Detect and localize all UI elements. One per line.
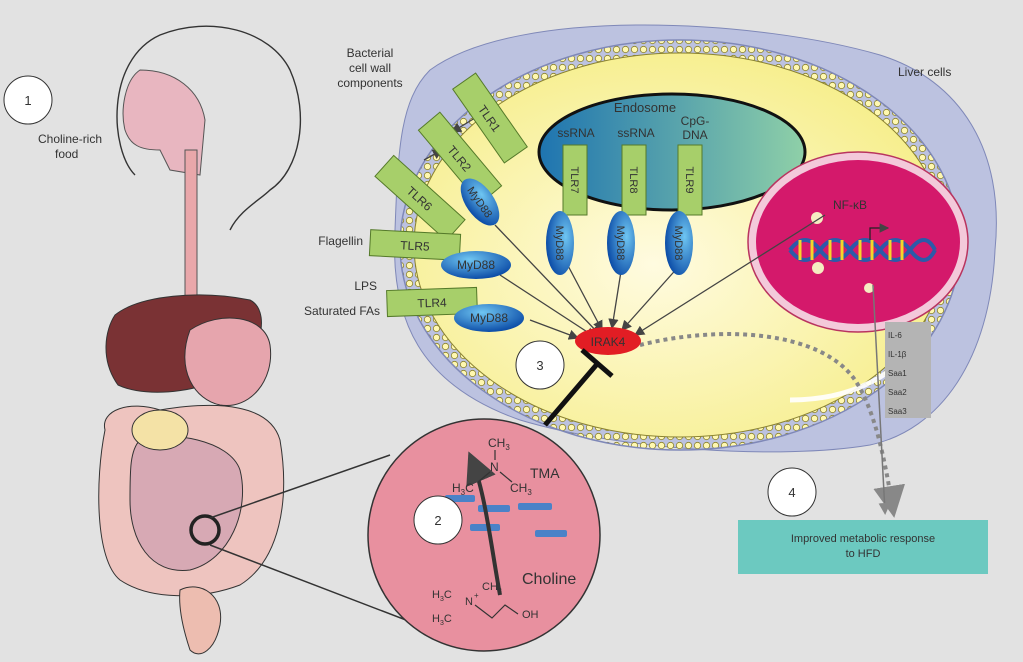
svg-text:IL-1β: IL-1β [888,350,907,359]
svg-text:N: N [465,596,473,608]
svg-text:MyD88: MyD88 [553,226,565,261]
svg-text:components: components [337,76,402,90]
cytokine-arrow [872,284,891,515]
inhibition-bar [543,348,614,427]
svg-text:TLR4: TLR4 [417,295,447,310]
digestive-organs [98,294,285,655]
myd88-tlr5: MyD88 [441,251,511,279]
svg-text:CH3: CH3 [488,436,510,452]
cytokine-list: IL-6 IL-1β Saa1 Saa2 Saa3 [885,322,931,418]
svg-text:2: 2 [434,513,441,528]
svg-text:OH: OH [522,609,539,621]
signal-arrows [423,117,826,340]
choline-food-label: Choline-rich [38,132,102,146]
svg-text:H3C: H3C [452,481,474,497]
svg-text:Endosome: Endosome [614,100,676,115]
svg-text:TLR7: TLR7 [568,167,580,194]
tlr9: TLR9 [677,144,703,216]
svg-text:LPS: LPS [354,279,377,293]
myd88-tlr7: MyD88 [546,211,574,275]
svg-text:4: 4 [788,485,795,500]
labels: Choline-rich food Bacterial cell wall co… [38,46,951,318]
svg-text:+: + [474,591,479,600]
svg-text:TMA: TMA [530,465,560,481]
step-2-marker: 2 [413,495,463,545]
step-1-marker: 1 [3,75,53,125]
svg-text:IRAK4: IRAK4 [591,335,626,349]
svg-text:Choline: Choline [522,571,576,588]
svg-text:Flagellin: Flagellin [318,234,363,248]
svg-text:1: 1 [24,93,31,108]
svg-text:ssRNA: ssRNA [557,126,594,140]
nucleus [747,151,969,333]
dotted-pathway-arrow [639,332,906,518]
transcription-arrow-icon [869,223,890,240]
bacterial-label: Bacterial [347,46,394,60]
svg-text:to HFD: to HFD [846,548,881,560]
myd88-tlr8: MyD88 [607,211,635,275]
svg-text:Saturated FAs: Saturated FAs [304,304,380,318]
svg-text:cell wall: cell wall [349,61,391,75]
svg-text:H3C: H3C [432,613,452,627]
svg-text:MyD88: MyD88 [470,311,508,325]
tlr8: TLR8 [621,144,647,216]
tlr5: TLR5 [368,229,462,261]
svg-text:ssRNA: ssRNA [617,126,654,140]
svg-text:Saa1: Saa1 [888,369,907,378]
myd88-tlr9: MyD88 [665,211,693,275]
tlr7: TLR7 [562,144,588,216]
tlr1: TLR1 [452,72,528,164]
human-silhouette [116,25,302,311]
svg-text:N: N [490,460,499,474]
liver-cells-label: Liver cells [898,65,951,79]
svg-text:TLR5: TLR5 [400,238,430,254]
svg-text:IL-6: IL-6 [888,331,902,340]
myd88-tlr4: MyD88 [454,304,524,332]
outcome-box: Improved metabolic response to HFD [738,520,988,574]
irak4: IRAK4 [575,327,641,355]
step-4-marker: 4 [767,467,817,517]
svg-text:MyD88: MyD88 [614,226,626,261]
svg-text:3: 3 [536,358,543,373]
svg-text:CH3: CH3 [482,581,502,595]
svg-text:Saa3: Saa3 [888,407,907,416]
svg-text:MyD88: MyD88 [457,258,495,272]
svg-text:H3C: H3C [432,589,452,603]
svg-text:NF-κB: NF-κB [833,198,867,212]
gut-microbiome-zoom: Choline TMA CH3 N H3C CH3 H3C N + CH3 H3… [367,418,601,652]
dna-helix-icon [788,238,937,262]
svg-text:Saa2: Saa2 [888,388,907,397]
tlr4: TLR4 [386,286,478,318]
svg-text:TLR9: TLR9 [683,167,695,194]
svg-text:CpG-: CpG- [681,114,710,128]
svg-text:CH3: CH3 [510,481,532,497]
endosome [537,92,807,212]
gut-zoom-marker [189,514,221,546]
step-3-marker: 3 [515,340,565,390]
svg-text:DNA: DNA [682,128,707,142]
svg-text:Improved metabolic response: Improved metabolic response [791,533,935,545]
svg-text:food: food [55,147,78,161]
svg-text:MyD88: MyD88 [672,226,684,261]
svg-text:TLR8: TLR8 [627,167,639,194]
